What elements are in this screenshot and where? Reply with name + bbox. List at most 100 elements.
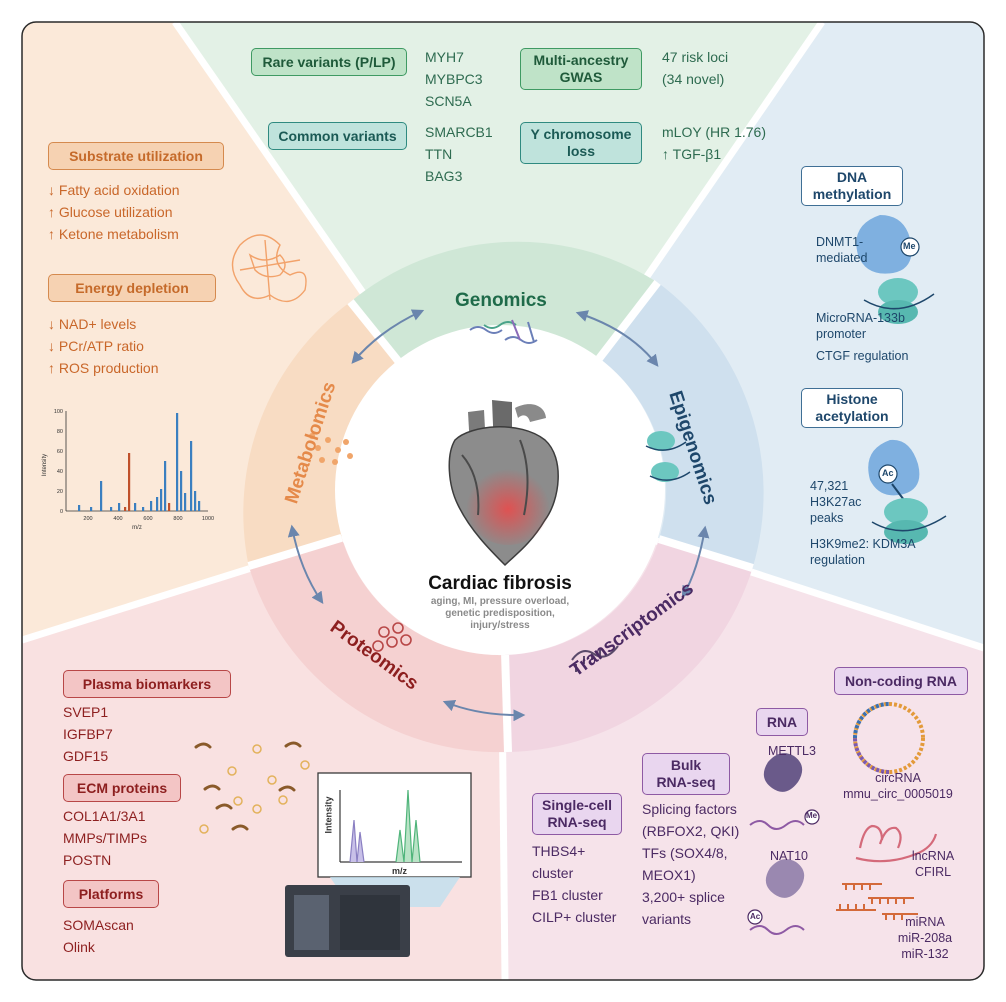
single-tag-line-1: Single-cell bbox=[541, 797, 613, 813]
mirna-line-1: miRNA bbox=[905, 915, 945, 929]
microrna-line-1: MicroRNA-133b bbox=[816, 311, 905, 325]
y-tag-line-2: loss bbox=[566, 143, 595, 159]
single-item: FB1 cluster bbox=[532, 887, 603, 903]
spectrum-peak bbox=[78, 505, 81, 511]
heart-illustration bbox=[448, 400, 559, 567]
me-badge: Me bbox=[903, 241, 916, 251]
spectrum-peak bbox=[128, 453, 131, 511]
gwas-loci: 47 risk loci bbox=[662, 49, 729, 65]
platforms-tag: Platforms bbox=[63, 880, 159, 908]
protein-cluster-icon bbox=[372, 622, 412, 652]
enzyme-structure-icon bbox=[231, 234, 307, 303]
mettl3-label: METTL3 bbox=[768, 744, 816, 758]
spectrum-ytick-label: 40 bbox=[57, 469, 63, 475]
spectrum-ytick-label: 100 bbox=[54, 409, 63, 415]
spectrum-ytick-label: 60 bbox=[57, 449, 63, 455]
spectrum-peak bbox=[110, 507, 113, 511]
spectrum-peak bbox=[124, 507, 127, 511]
circ-line-1: circRNA bbox=[875, 771, 921, 785]
tgf-beta1: ↑ TGF-β1 bbox=[662, 146, 722, 162]
spectrum-peak bbox=[100, 481, 103, 511]
bulk-item: (RBFOX2, QKI) bbox=[642, 823, 740, 839]
common-variants-tag: Common variants bbox=[268, 122, 407, 150]
spectrum-xtick-label: 200 bbox=[83, 516, 92, 522]
y-chromosome-results: mLOY (HR 1.76) ↑ TGF-β1 bbox=[662, 121, 766, 165]
dna-tag-line-1: DNA bbox=[836, 169, 868, 185]
plasma-item: GDF15 bbox=[63, 748, 109, 764]
rna-strand-icon bbox=[571, 645, 619, 672]
mloy-hr: mLOY (HR 1.76) bbox=[662, 124, 766, 140]
spectrum-ytick-label: 20 bbox=[57, 489, 63, 495]
energy-list: ↓ NAD+ levels↓ PCr/ATP ratio↑ ROS produc… bbox=[48, 313, 159, 379]
rna-ac-badge: Ac bbox=[750, 912, 761, 921]
gwas-novel: (34 novel) bbox=[662, 71, 725, 87]
spectrum-peak bbox=[160, 489, 163, 511]
metabolite-dots bbox=[309, 433, 353, 465]
substrate-item: ↑ Ketone metabolism bbox=[48, 226, 179, 242]
bulk-item: MEOX1) bbox=[642, 867, 696, 883]
spectrum-peak bbox=[176, 413, 179, 511]
bulk-item: variants bbox=[642, 911, 692, 927]
nat10-label: NAT10 bbox=[770, 849, 808, 863]
single-tag-line-2: RNA-seq bbox=[547, 814, 607, 830]
ms-ylabel: Intensity bbox=[323, 796, 334, 834]
spectrum-peak bbox=[180, 471, 183, 511]
energy-item: ↓ PCr/ATP ratio bbox=[48, 338, 144, 354]
gwas-results: 47 risk loci (34 novel) bbox=[662, 46, 728, 90]
gene-mybpc3: MYBPC3 bbox=[425, 71, 483, 87]
platform-item: SOMAscan bbox=[63, 917, 134, 933]
spectrum-peak bbox=[164, 461, 167, 511]
peaks-mark: H3K27ac bbox=[810, 495, 862, 509]
gene-bag3: BAG3 bbox=[425, 168, 463, 184]
dna-icons bbox=[469, 319, 538, 344]
bulk-tag-line-2: RNA-seq bbox=[656, 774, 716, 790]
center-title: Cardiac fibrosis bbox=[428, 573, 572, 594]
spectrum-xtick-label: 600 bbox=[143, 516, 152, 522]
dnmt1-glyph bbox=[856, 215, 935, 324]
spectrum-peak bbox=[194, 491, 197, 511]
bulk-item: 3,200+ splice bbox=[642, 889, 725, 905]
ring-label-genomics: Genomics bbox=[455, 290, 547, 311]
gwas-tag-line-1: Multi-ancestry bbox=[533, 52, 629, 68]
dna-tag-line-2: methylation bbox=[812, 186, 892, 202]
plasma-item: SVEP1 bbox=[63, 704, 109, 720]
substrate-list: ↓ Fatty acid oxidation↑ Glucose utilizat… bbox=[48, 179, 180, 245]
histone-tag-line-2: acetylation bbox=[815, 408, 889, 424]
lnc-line-2: CFIRL bbox=[914, 865, 952, 879]
platform-item: Olink bbox=[63, 939, 95, 955]
noncoding-rna-tag: Non-coding RNA bbox=[834, 667, 968, 695]
bulk-tag-line-1: Bulk bbox=[670, 757, 702, 773]
ms-xlabel: m/z bbox=[392, 866, 408, 876]
dnmt1-line-1: DNMT1- bbox=[816, 235, 864, 249]
ms-inset bbox=[285, 772, 472, 957]
rna-enzymes bbox=[747, 753, 820, 935]
single-item: THBS4+ bbox=[532, 843, 586, 859]
dnmt1-line-2: mediated bbox=[816, 251, 868, 265]
cycle-arrows bbox=[287, 309, 710, 722]
outer-frame bbox=[21, 21, 985, 981]
spectrum-xtick-label: 1000 bbox=[202, 516, 214, 522]
mirna-line-3: miR-132 bbox=[901, 947, 949, 961]
ecm-item: COL1A1/3A1 bbox=[63, 808, 146, 824]
gwas-tag-line-2: GWAS bbox=[559, 69, 603, 85]
ac-badge: Ac bbox=[882, 468, 894, 478]
rna-me-badge: Me bbox=[806, 811, 818, 820]
gene-smarcb1: SMARCB1 bbox=[425, 124, 493, 140]
y-tag-line-1: Y chromosome bbox=[530, 126, 632, 142]
spectrum-peak bbox=[150, 501, 153, 511]
